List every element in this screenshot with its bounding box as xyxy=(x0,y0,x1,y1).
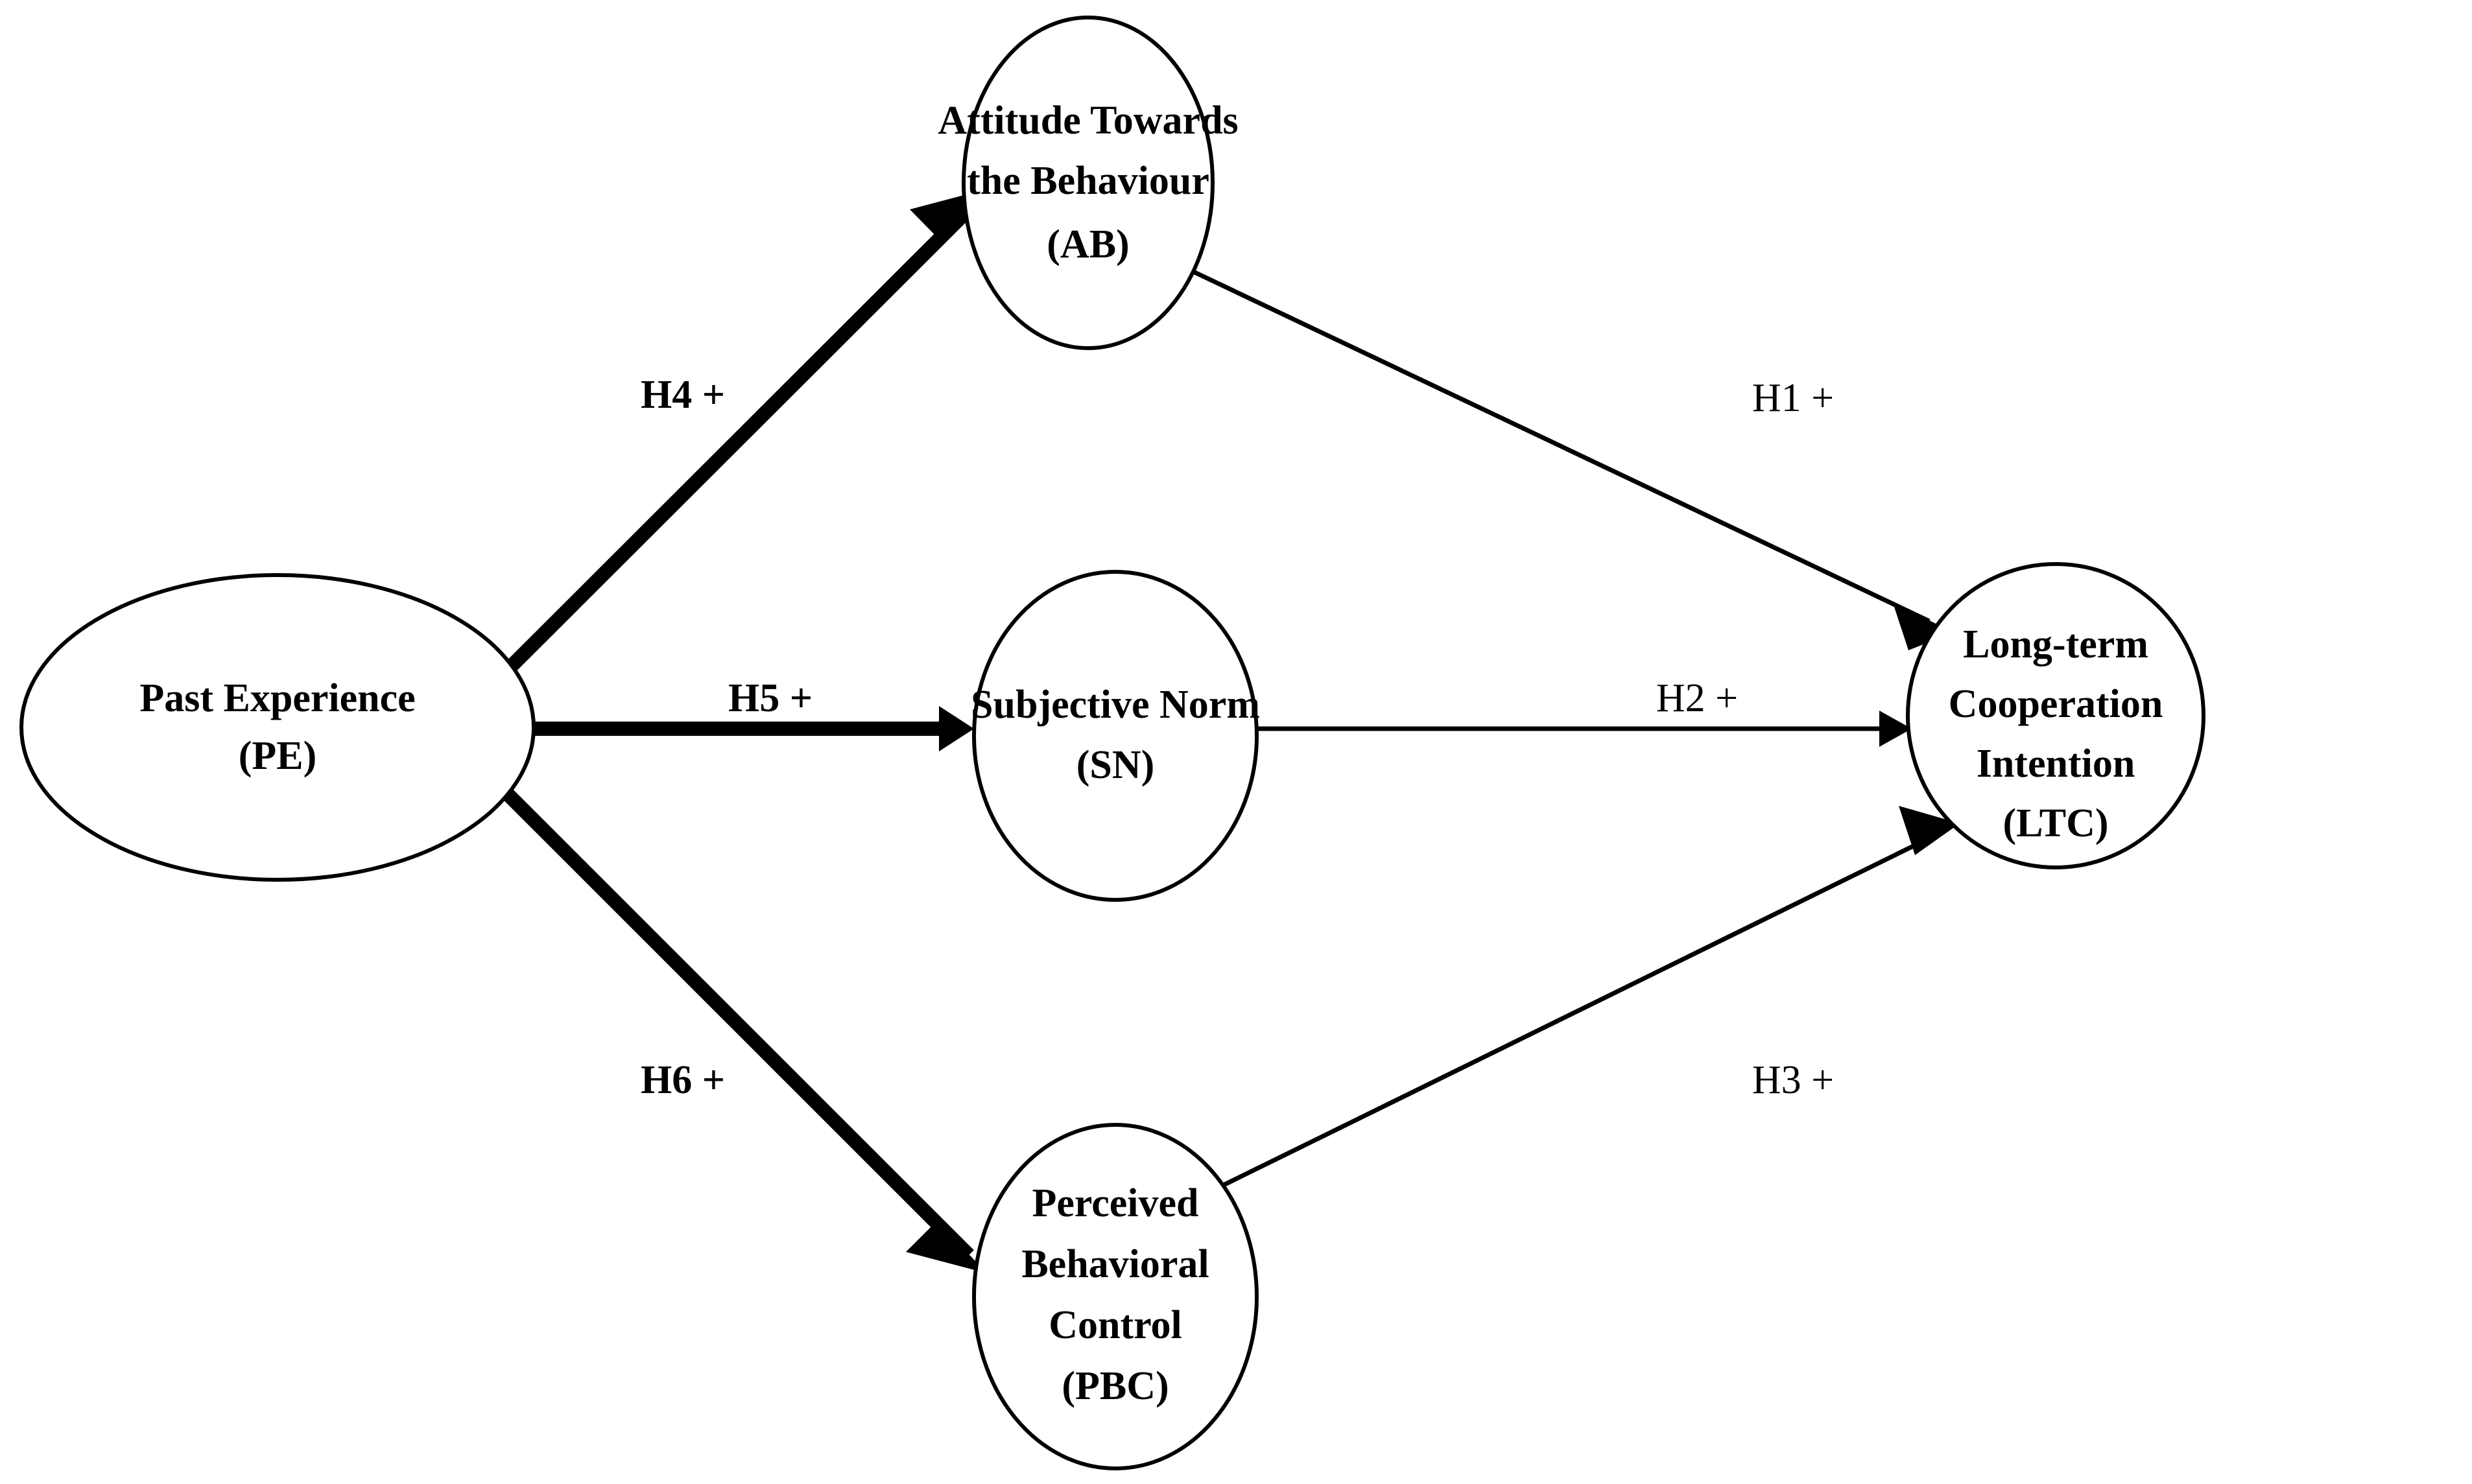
node-long-term-cooperation-intention-line-2: Cooperation xyxy=(1949,682,2163,726)
edge-h6-arrowhead xyxy=(906,1221,987,1273)
edge-h4-label: H4 + xyxy=(641,373,725,417)
node-perceived-behavioral-control-line-4: (PBC) xyxy=(1062,1364,1169,1408)
node-past-experience-line-1: Past Experience xyxy=(139,676,415,720)
edge-h2-arrowhead xyxy=(1879,711,1912,747)
node-attitude-towards-behaviour[interactable]: Attitude Towards the Behaviour (AB) xyxy=(938,16,1239,350)
edge-h6-pe-to-pbc[interactable]: H6 + xyxy=(503,789,987,1273)
edge-h6-line xyxy=(503,789,974,1260)
node-past-experience-shape xyxy=(19,573,536,882)
node-perceived-behavioral-control-shape xyxy=(972,1123,1259,1470)
node-long-term-cooperation-intention-line-3: Intention xyxy=(1977,742,2135,786)
node-past-experience-line-2: (PE) xyxy=(239,734,317,778)
edge-h4-pe-to-ab[interactable]: H4 + xyxy=(506,188,991,672)
node-subjective-norm[interactable]: Subjective Norm (SN) xyxy=(971,570,1260,902)
node-perceived-behavioral-control-line-2: Behavioral xyxy=(1021,1242,1209,1286)
node-subjective-norm-line-2: (SN) xyxy=(1076,743,1155,787)
node-perceived-behavioral-control[interactable]: Perceived Behavioral Control (PBC) xyxy=(972,1123,1259,1470)
edge-h1-ab-to-ltc[interactable]: H1 + xyxy=(1191,268,1953,650)
node-past-experience[interactable]: Past Experience (PE) xyxy=(19,573,536,882)
node-perceived-behavioral-control-line-3: Control xyxy=(1049,1303,1182,1347)
edge-h5-pe-to-sn[interactable]: H5 + xyxy=(530,676,974,751)
node-long-term-cooperation-intention-line-1: Long-term xyxy=(1963,622,2148,666)
node-perceived-behavioral-control-line-1: Perceived xyxy=(1032,1181,1198,1225)
edge-h2-sn-to-ltc[interactable]: H2 + xyxy=(1256,676,1912,747)
edge-h2-label: H2 + xyxy=(1656,676,1738,720)
node-attitude-towards-behaviour-line-1: Attitude Towards xyxy=(938,99,1238,143)
edge-h3-pbc-to-ltc[interactable]: H3 + xyxy=(1202,806,1960,1197)
node-long-term-cooperation-intention-shape xyxy=(1906,562,2205,869)
edge-h1-label: H1 + xyxy=(1752,376,1834,420)
node-subjective-norm-line-1: Subjective Norm xyxy=(971,683,1260,727)
node-attitude-towards-behaviour-line-2: the Behaviour xyxy=(967,159,1209,203)
edge-h3-label: H3 + xyxy=(1752,1058,1834,1102)
node-long-term-cooperation-intention-line-4: (LTC) xyxy=(2003,801,2108,845)
edge-h3-line xyxy=(1202,832,1937,1197)
edge-h5-label: H5 + xyxy=(728,676,813,720)
node-attitude-towards-behaviour-line-3: (AB) xyxy=(1047,222,1129,266)
node-attitude-towards-behaviour-shape xyxy=(962,16,1215,350)
edge-h4-line xyxy=(506,200,978,672)
edge-h1-line xyxy=(1191,268,1931,624)
node-long-term-cooperation-intention[interactable]: Long-term Cooperation Intention (LTC) xyxy=(1906,562,2205,869)
edge-h5-arrowhead xyxy=(939,706,974,751)
edge-h6-label: H6 + xyxy=(641,1058,725,1102)
edge-h3-arrowhead xyxy=(1899,806,1960,855)
node-subjective-norm-shape xyxy=(972,570,1259,902)
